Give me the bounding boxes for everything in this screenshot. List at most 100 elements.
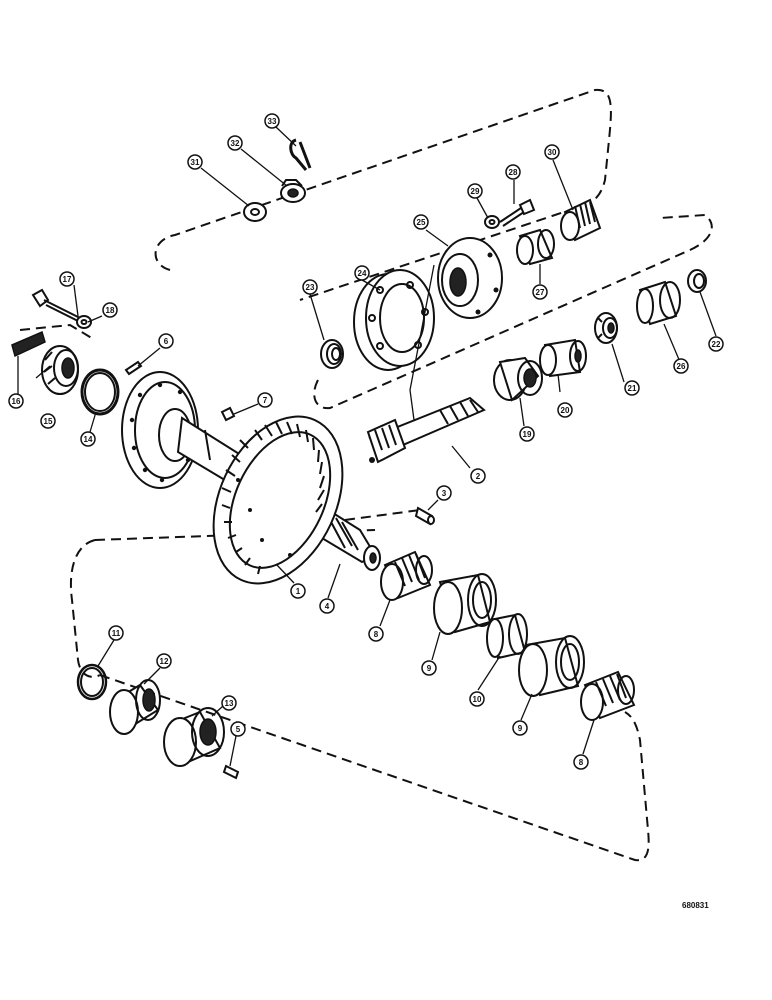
callout-14: 14 — [80, 431, 96, 447]
bearing-cone-part-30 — [560, 198, 602, 242]
callout-label: 9 — [518, 724, 523, 733]
callout-24: 24 — [354, 265, 370, 281]
group-outline-lower — [69, 529, 650, 862]
callout-4: 4 — [319, 598, 335, 614]
callout-5: 5 — [230, 721, 246, 737]
callout-label: 32 — [231, 139, 240, 148]
callout-label: 9 — [427, 664, 432, 673]
shims-part-24 — [353, 269, 435, 371]
o-ring-part-14 — [80, 368, 120, 416]
callout-11: 11 — [108, 625, 124, 641]
callout-label: 17 — [63, 275, 72, 284]
pin-part-6 — [124, 360, 143, 376]
callout-label: 5 — [236, 725, 241, 734]
callout-label: 31 — [191, 158, 200, 167]
bolt-part-28 — [499, 198, 536, 227]
bearing-cone-part-8-lower — [580, 670, 636, 721]
washer-part-29 — [484, 215, 500, 229]
callout-28: 28 — [505, 164, 521, 180]
bearing-cup-part-27 — [516, 228, 555, 266]
bearing-cup-part-26 — [636, 280, 681, 326]
callout-label: 27 — [536, 288, 545, 297]
callout-label: 7 — [263, 396, 268, 405]
bolt-part-17 — [31, 288, 81, 323]
callout-label: 28 — [509, 168, 518, 177]
callout-30: 30 — [544, 144, 560, 160]
bushing-part-22 — [687, 269, 707, 293]
washer-part-18 — [76, 315, 92, 329]
callout-12: 12 — [156, 653, 172, 669]
callout-label: 2 — [476, 472, 481, 481]
callout-label: 11 — [112, 629, 121, 638]
leader-lines — [17, 126, 717, 767]
callout-27: 27 — [532, 284, 548, 300]
retainer-part-25 — [437, 237, 503, 319]
callout-label: 25 — [417, 218, 426, 227]
bearing-cone-part-8-upper — [380, 550, 433, 601]
group-outline-upper — [154, 88, 612, 301]
pinion-shaft-part — [366, 396, 486, 464]
callout-3: 3 — [436, 485, 452, 501]
bearing-part-13 — [163, 707, 225, 767]
callout-label: 3 — [442, 489, 447, 498]
seal-part-12 — [109, 679, 161, 735]
lock-plate-part-16 — [11, 330, 46, 358]
callout-26: 26 — [673, 358, 689, 374]
callout-1: 1 — [290, 583, 306, 599]
callout-label: 22 — [712, 340, 721, 349]
callout-label: 8 — [374, 630, 379, 639]
callout-label: 13 — [225, 699, 234, 708]
callout-9-lower: 9 — [512, 720, 528, 736]
callout-7: 7 — [257, 392, 273, 408]
callout-label: 1 — [296, 587, 301, 596]
callout-label: 15 — [44, 417, 53, 426]
callout-18: 18 — [102, 302, 118, 318]
seal-part-23 — [320, 339, 344, 369]
bearing-cup-part-9-upper — [433, 573, 497, 635]
callout-label: 4 — [325, 602, 330, 611]
callout-label: 24 — [358, 269, 367, 278]
callout-label: 19 — [523, 430, 532, 439]
callout-8-lower: 8 — [573, 754, 589, 770]
callout-33: 33 — [264, 113, 280, 129]
bearing-part-19 — [493, 356, 543, 402]
callout-label: 29 — [471, 187, 480, 196]
key-part-7 — [220, 406, 236, 422]
callout-2: 2 — [470, 468, 486, 484]
bearing-cup-part-9-lower — [518, 635, 585, 697]
callout-32: 32 — [227, 135, 243, 151]
group-outline-pinion — [313, 213, 713, 410]
callout-25: 25 — [413, 214, 429, 230]
callout-8-upper: 8 — [368, 626, 384, 642]
callout-13: 13 — [221, 695, 237, 711]
callout-17: 17 — [59, 271, 75, 287]
callout-29: 29 — [467, 183, 483, 199]
callout-20: 20 — [557, 402, 573, 418]
callout-label: 26 — [677, 362, 686, 371]
leader-dash-3 — [344, 509, 421, 521]
callout-21: 21 — [624, 380, 640, 396]
washer-part-31 — [243, 202, 267, 222]
callout-label: 21 — [628, 384, 637, 393]
callout-6: 6 — [158, 333, 174, 349]
callout-23: 23 — [302, 279, 318, 295]
figure-reference-number: 680831 — [682, 901, 709, 910]
callout-label: 18 — [106, 306, 115, 315]
callout-label: 33 — [268, 117, 277, 126]
callout-19: 19 — [519, 426, 535, 442]
callout-label: 12 — [160, 657, 169, 666]
spacer-ring-part-10 — [486, 613, 528, 660]
bearing-cone-part-21 — [594, 312, 618, 344]
callout-label: 16 — [12, 397, 21, 406]
pin-part-5 — [222, 764, 240, 780]
callout-label: 23 — [306, 283, 315, 292]
callout-16: 16 — [8, 393, 24, 409]
callout-label: 30 — [548, 148, 557, 157]
callout-31: 31 — [187, 154, 203, 170]
callout-9-upper: 9 — [421, 660, 437, 676]
callout-label: 14 — [84, 435, 93, 444]
bracket-16-18 — [19, 323, 96, 341]
callout-label: 6 — [164, 337, 169, 346]
seal-part-15 — [41, 345, 79, 395]
